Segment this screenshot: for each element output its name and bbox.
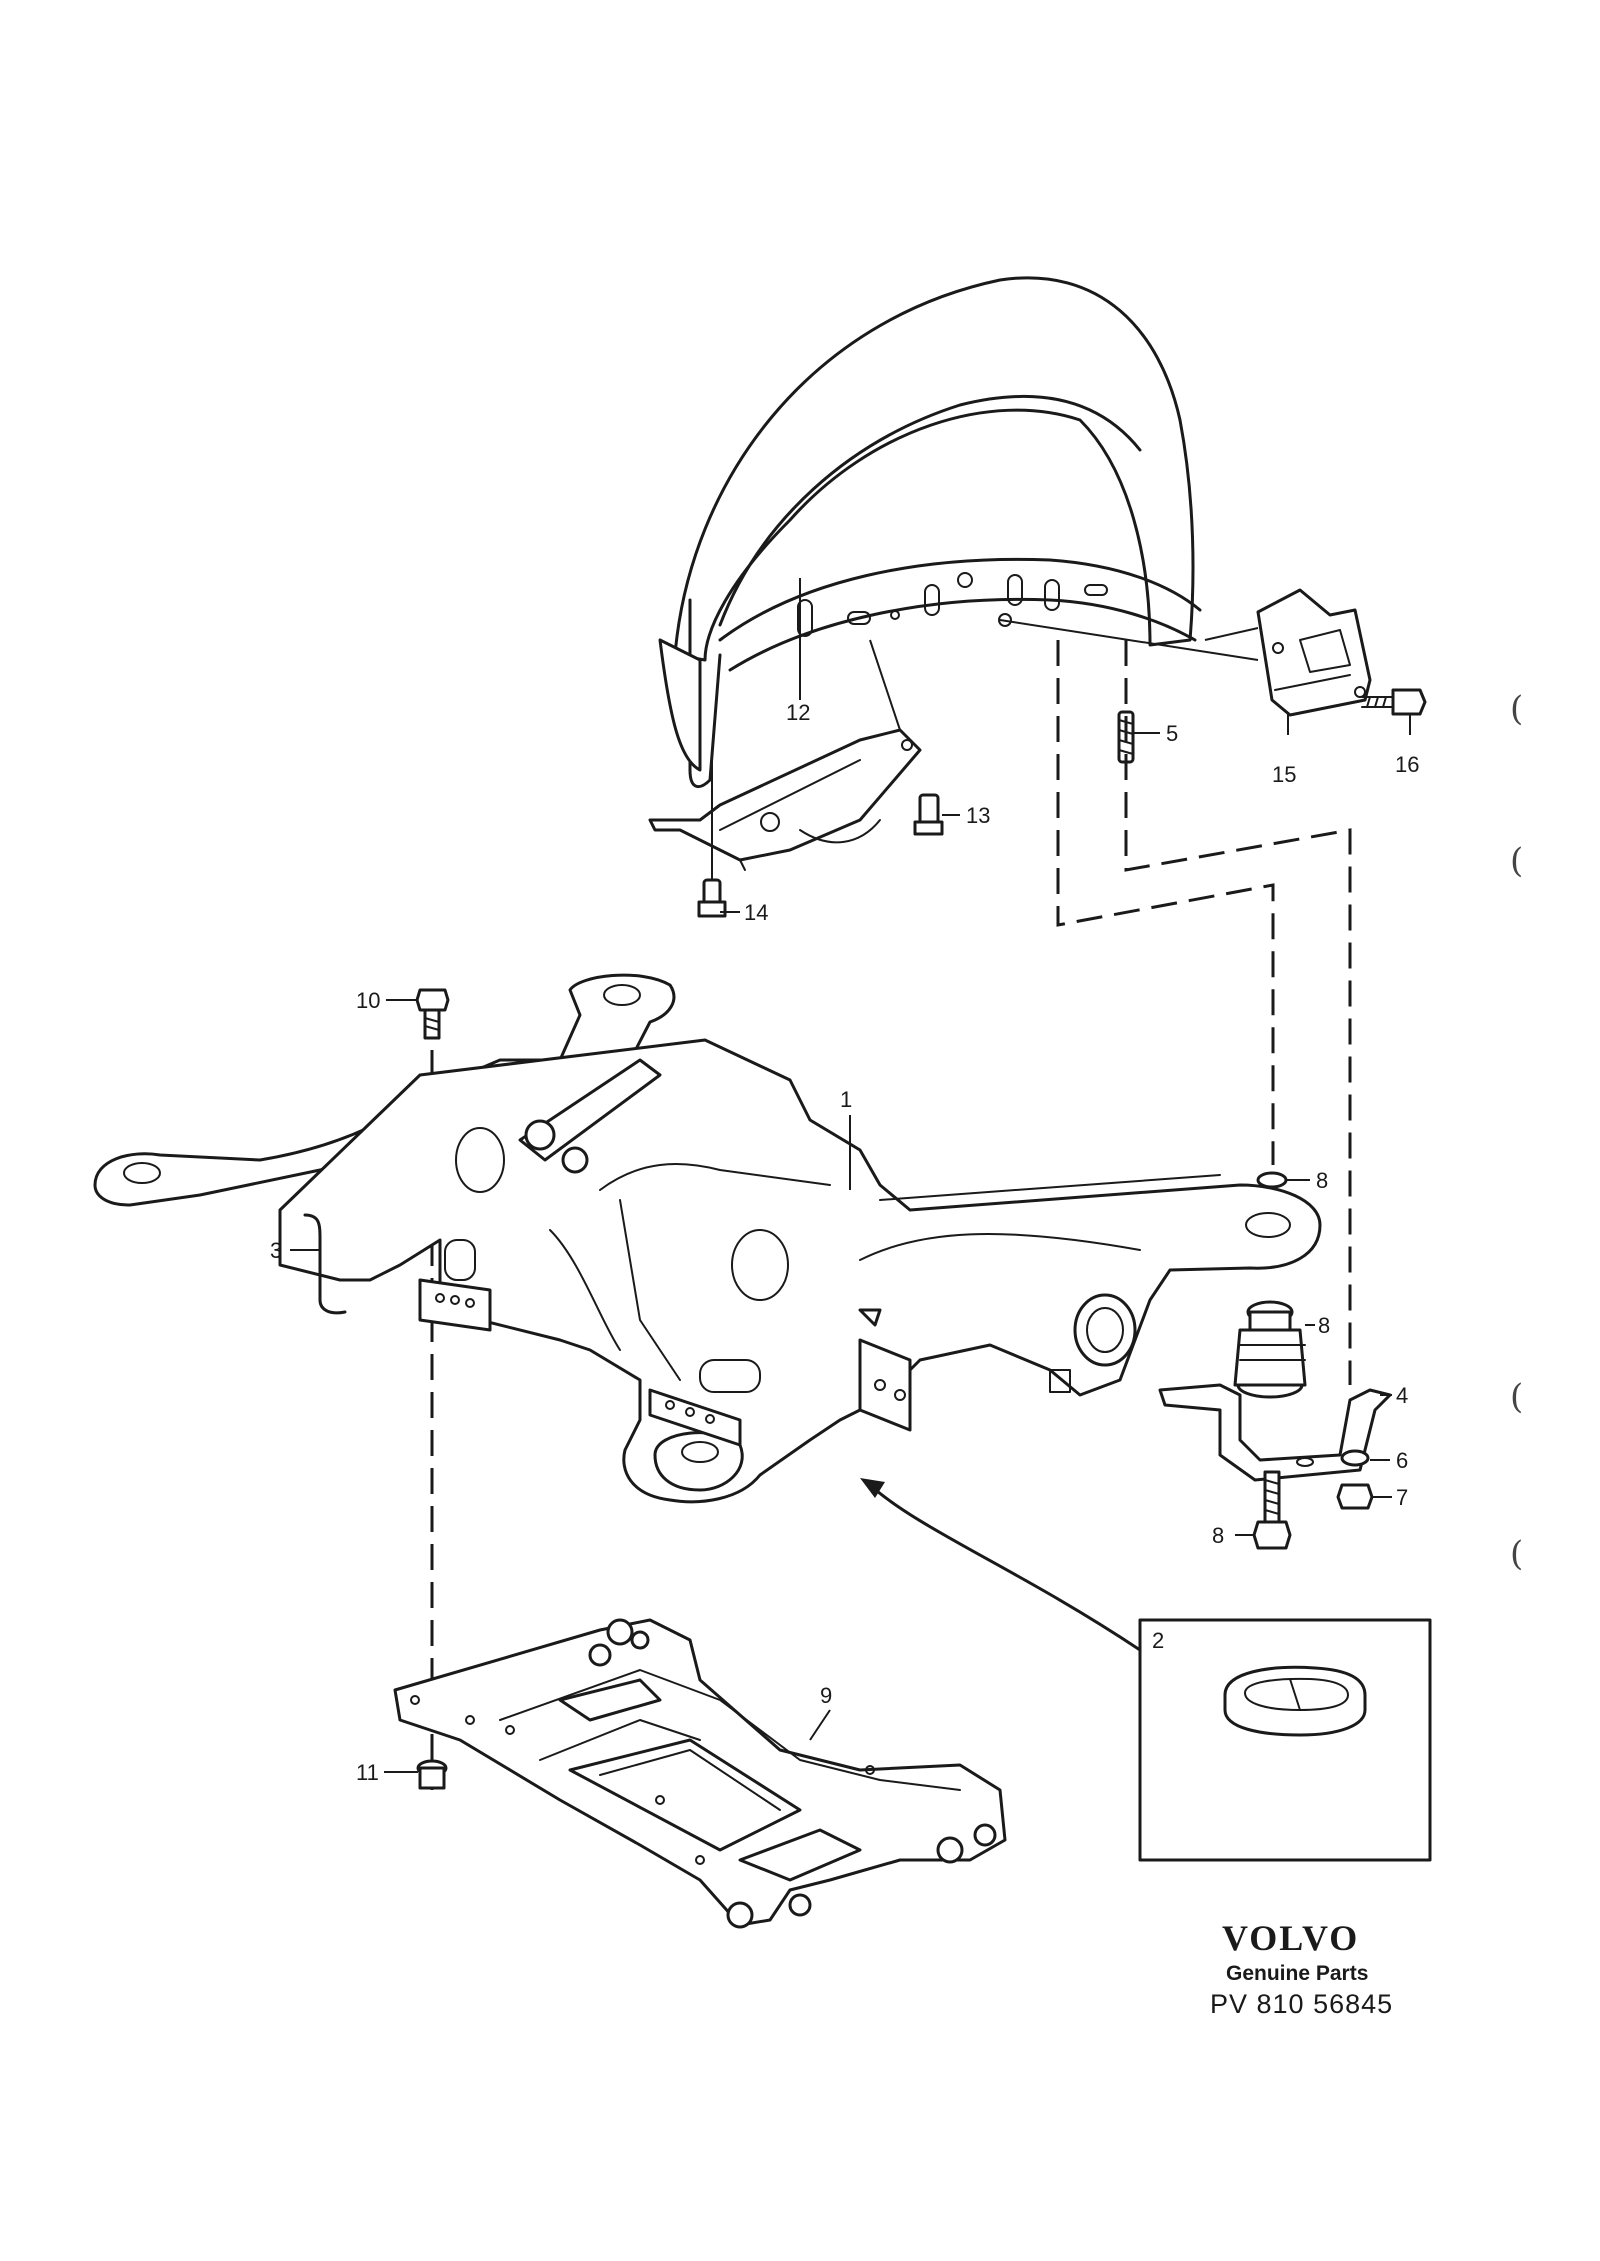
callout-10: 10 [356,988,380,1013]
callout-2: 2 [1152,1628,1164,1653]
callout-13: 13 [966,803,990,828]
callout-8-washer: 8 [1316,1168,1328,1193]
dashed-assembly-line-a [1124,640,1352,1385]
callout-15: 15 [1272,762,1296,787]
washer-8 [1256,1171,1288,1189]
nut-11 [416,1759,448,1790]
callout-6: 6 [1396,1448,1408,1473]
callout-16: 16 [1395,752,1419,777]
bolt-10 [415,988,450,1040]
callout-7: 7 [1396,1485,1408,1510]
pointer-arrow [868,1483,1142,1652]
inset-box-2 [1138,1618,1432,1862]
bracket-4 [1158,1383,1392,1482]
volvo-logo-text: VOLVO [1222,1918,1359,1958]
margin-mark: ( [1510,1377,1523,1417]
screw-13 [913,793,944,836]
washer-6 [1340,1449,1370,1467]
bolt-8 [1252,1470,1292,1550]
bracket-12 [648,728,922,871]
callout-8-bushing: 8 [1318,1313,1330,1338]
bolt-16 [1361,688,1427,716]
clip-3 [303,1213,347,1315]
nut-7 [1336,1483,1374,1510]
callout-5: 5 [1166,721,1178,746]
leader-lines [384,578,1411,1773]
bracket-15 [1256,588,1372,717]
margin-marks: ( ( ( ( [1510,689,1523,1574]
callout-1: 1 [840,1087,852,1112]
callout-12: 12 [786,700,810,725]
crossmember-9 [393,1618,1007,1929]
subframe [93,973,1322,1504]
bushing-8 [1233,1300,1307,1399]
genuine-parts-text: Genuine Parts [1226,1962,1368,1985]
wheel-housing [658,276,1202,788]
margin-mark: ( [1510,841,1523,881]
part-reference-number: PV 810 56845 [1210,1989,1393,2019]
grommet-2 [1223,1665,1367,1737]
callout-11: 11 [356,1760,379,1785]
callout-8-bolt: 8 [1212,1523,1224,1548]
dashed-assembly-line-b [1056,640,1275,1165]
callout-14: 14 [744,900,768,925]
margin-mark: ( [1510,1534,1523,1574]
callout-labels: 1 2 3 4 5 6 7 8 8 8 9 10 11 12 13 14 15 … [270,700,1419,1785]
callout-3: 3 [270,1238,282,1263]
branding: VOLVO Genuine Parts PV 810 56845 [1210,1918,1393,2019]
screw-14 [697,878,727,918]
callout-9: 9 [820,1683,832,1708]
margin-mark: ( [1510,689,1523,729]
callout-4: 4 [1396,1383,1408,1408]
